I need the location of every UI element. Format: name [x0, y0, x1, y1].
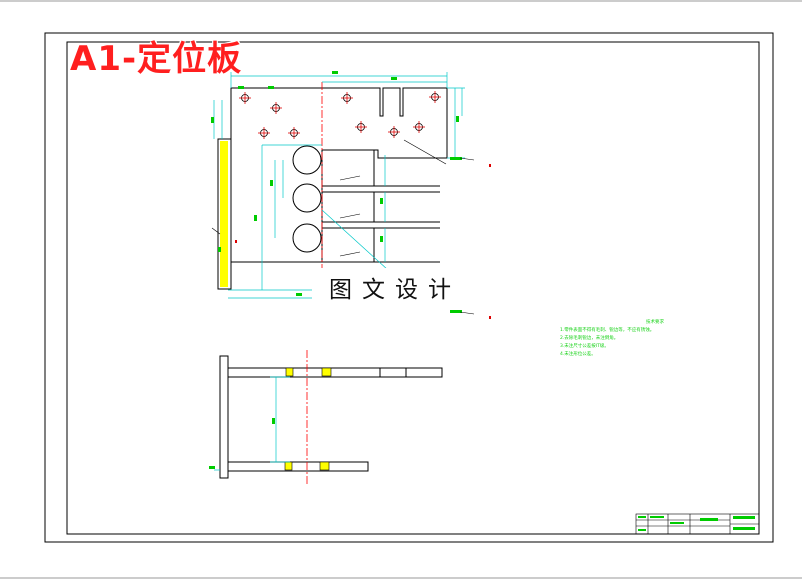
side-upper-arm	[227, 367, 443, 378]
side-view	[219, 355, 443, 479]
chamfer-callout-2	[459, 311, 475, 315]
technical-requirement-line: 2.去除毛刺锐边，未注倒角。	[560, 336, 619, 341]
bore-2	[292, 183, 322, 213]
left-rib-hatch	[220, 141, 228, 287]
side-weld-3	[284, 461, 293, 471]
side-weld-1	[285, 367, 294, 377]
sheet-inner-frame	[66, 41, 760, 535]
watermark-label: 图文设计	[312, 268, 478, 306]
rib-leader	[211, 227, 221, 235]
chamfer-leader	[403, 139, 447, 165]
side-lower-arm	[227, 461, 369, 472]
slot-leader-3	[339, 251, 361, 257]
side-dimensions	[214, 376, 290, 471]
plan-view	[211, 71, 491, 319]
side-weld-2	[321, 367, 332, 377]
side-dim-label	[272, 418, 275, 424]
title-block-text	[638, 516, 755, 531]
side-weld-4	[319, 461, 330, 471]
plan-dimension-labels	[211, 71, 462, 313]
marker-red-1	[489, 164, 491, 167]
bore-3	[292, 223, 322, 253]
bore-1	[292, 145, 322, 175]
plate-outline	[230, 87, 448, 263]
plan-dimensions	[213, 72, 465, 299]
technical-requirements-heading: 技术要求	[646, 320, 664, 325]
technical-requirement-line: 3.未注尺寸公差按IT级。	[560, 344, 609, 349]
sheet-outer-border	[44, 32, 774, 543]
marker-red-2	[235, 240, 237, 243]
slot-3	[321, 227, 375, 263]
technical-requirements: 技术要求 1.零件表面不得有毛刺、锐边等，不应有锈蚀。 2.去除毛刺锐边，未注倒…	[560, 319, 730, 359]
chamfer-callout	[459, 157, 475, 161]
technical-requirement-line: 1.零件表面不得有毛刺、锐边等，不应有锈蚀。	[560, 328, 655, 333]
side-dim-label-2	[209, 466, 215, 469]
drawing-title: A1-定位板	[70, 39, 243, 79]
side-base-plate	[219, 355, 229, 479]
slot-1	[321, 149, 375, 187]
technical-requirement-line: 4.未注形位公差。	[560, 352, 596, 357]
slot-leader-2	[339, 213, 361, 219]
slot-2	[321, 191, 375, 223]
slot-leader-1	[339, 175, 361, 181]
marker-red-3	[489, 316, 491, 319]
left-rib-outline	[217, 138, 232, 290]
bolt-holes	[239, 91, 441, 139]
